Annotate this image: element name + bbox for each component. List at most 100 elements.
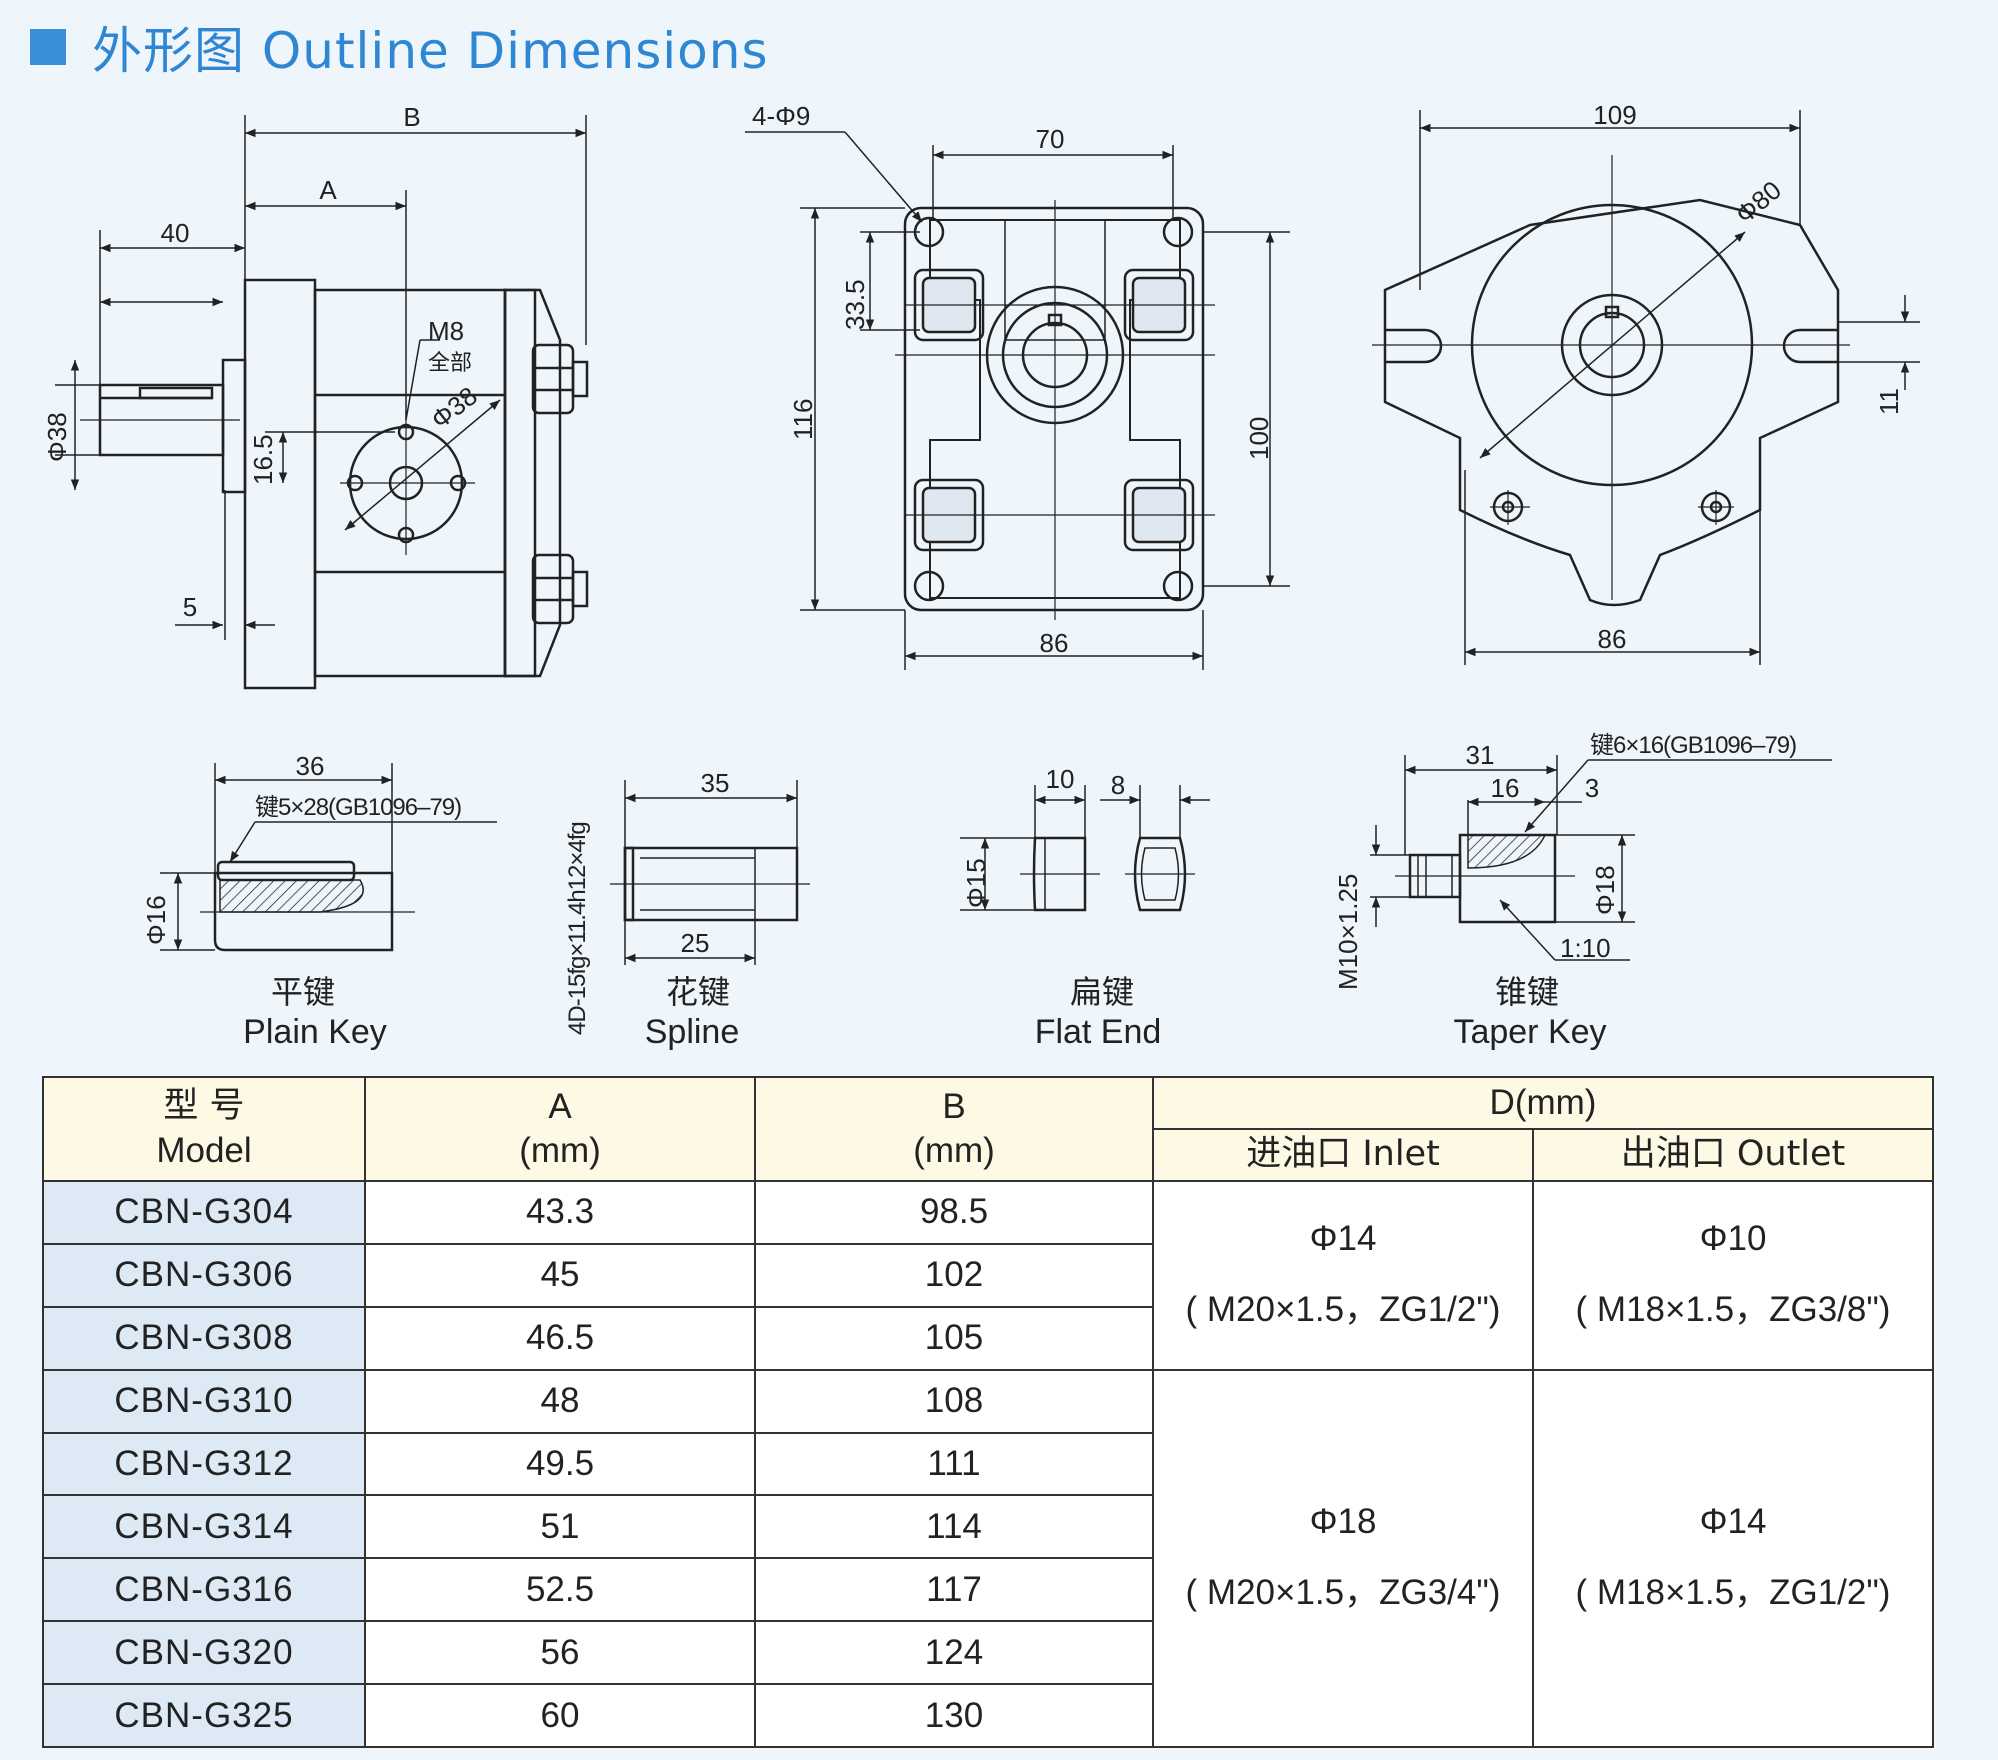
cell-b: 130 xyxy=(754,1683,1154,1748)
col-header-a-label: A xyxy=(548,1087,572,1127)
page-title: 外形图 Outline Dimensions xyxy=(92,22,769,80)
plain-key-zh-label: 平键 xyxy=(271,974,335,1010)
cell-b: 111 xyxy=(754,1431,1154,1497)
cell-b: 114 xyxy=(754,1494,1154,1560)
inlet-dia: Φ18 xyxy=(1309,1501,1377,1541)
cell-a: 46.5 xyxy=(364,1305,756,1371)
table-row: CBN-G325 60 130 xyxy=(42,1683,1933,1748)
dim-16-5-label: 16.5 xyxy=(248,434,278,485)
bolt-circle-label: Φ38 xyxy=(425,381,483,435)
side-view-drawing xyxy=(55,115,589,690)
inlet-thread: ( M20×1.5，ZG1/2") xyxy=(1185,1289,1501,1329)
dim-40-label: 40 xyxy=(161,218,190,248)
spline-len-label: 35 xyxy=(701,768,730,798)
spline-zh-label: 花键 xyxy=(666,974,730,1010)
cell-inlet-group-2: Φ18 ( M20×1.5，ZG3/4") xyxy=(1152,1368,1534,1749)
cell-model: CBN-G304 xyxy=(42,1180,366,1245)
cell-model: CBN-G314 xyxy=(42,1494,366,1560)
cell-b: 124 xyxy=(754,1620,1154,1685)
thread-note-label: 全部 xyxy=(428,350,472,375)
dim-86-front-label: 86 xyxy=(1040,628,1069,658)
table-row: CBN-G306 45 102 xyxy=(42,1242,1933,1308)
col-header-a-unit: (mm) xyxy=(519,1131,601,1170)
dim-33-5-label: 33.5 xyxy=(840,279,870,330)
taper-key-drawing xyxy=(1370,755,1832,961)
dim-b-label: B xyxy=(403,102,420,132)
cell-a: 48 xyxy=(364,1368,756,1434)
cell-b: 98.5 xyxy=(754,1180,1154,1245)
dim-11-label: 11 xyxy=(1874,388,1904,415)
flat-end-10-label: 10 xyxy=(1046,764,1075,794)
col-header-b-label: B xyxy=(942,1087,966,1127)
taper-key-note-label: 键6×16(GB1096–79) xyxy=(1590,732,1796,759)
plain-key-len-label: 36 xyxy=(296,751,325,781)
spline-spec-label: 4D-15fg×11.4h12×4fg xyxy=(564,822,591,1035)
cell-a: 52.5 xyxy=(364,1557,756,1623)
table-row: CBN-G310 48 108 Φ18 ( M20×1.5，ZG3/4") Φ1… xyxy=(42,1368,1934,1749)
cell-outlet-group-1: Φ10 ( M18×1.5，ZG3/8") xyxy=(1532,1180,1934,1371)
cell-a: 56 xyxy=(364,1620,756,1685)
col-header-a: A (mm) xyxy=(364,1076,756,1182)
spline-labels: 35 25 4D-15fg×11.4h12×4fg 花键 Spline xyxy=(564,768,739,1051)
dim-116-label: 116 xyxy=(788,399,818,440)
col-header-model-en: Model xyxy=(156,1131,252,1170)
plain-key-labels: 36 键5×28(GB1096–79) Φ16 平键 Plain Key xyxy=(141,751,462,1051)
col-header-d: D(mm) xyxy=(1152,1076,1934,1130)
section-marker-square xyxy=(30,29,66,65)
cell-model: CBN-G325 xyxy=(42,1683,366,1748)
cell-model: CBN-G310 xyxy=(42,1368,366,1434)
table-row: CBN-G308 46.5 105 xyxy=(42,1305,1933,1371)
taper-key-labels: 键6×16(GB1096–79) 31 16 3 M10×1.25 Φ18 1:… xyxy=(1333,732,1797,1051)
col-header-model-zh: 型 号 xyxy=(163,1086,245,1127)
cell-b: 105 xyxy=(754,1305,1154,1371)
dimensions-table: 型 号 Model A (mm) B (mm) D(mm) 进油口 Inlet … xyxy=(42,1076,1934,1749)
dim-109-label: 109 xyxy=(1593,100,1636,130)
table-row: CBN-G304 43.3 98.5 Φ14 ( M20×1.5，ZG1/2")… xyxy=(42,1180,1934,1371)
col-header-b: B (mm) xyxy=(754,1076,1154,1182)
dim-a-label: A xyxy=(319,175,337,205)
shaft-dia-label: Φ38 xyxy=(42,412,72,462)
cell-b: 108 xyxy=(754,1368,1154,1434)
cell-b: 117 xyxy=(754,1557,1154,1623)
cell-a: 49.5 xyxy=(364,1431,756,1497)
cell-outlet-group-2: Φ14 ( M18×1.5，ZG1/2") xyxy=(1532,1368,1934,1749)
col-header-inlet: 进油口 Inlet xyxy=(1152,1128,1534,1182)
outlet-thread: ( M18×1.5，ZG1/2") xyxy=(1575,1572,1891,1612)
spline-en-label: Spline xyxy=(645,1013,740,1051)
cell-inlet-group-1: Φ14 ( M20×1.5，ZG1/2") xyxy=(1152,1180,1534,1371)
cell-model: CBN-G308 xyxy=(42,1305,366,1371)
outline-drawings: B A 40 M8 全部 Φ38 16.5 Φ38 5 xyxy=(42,100,1920,1051)
table-row: CBN-G320 56 124 xyxy=(42,1620,1933,1685)
cell-model: CBN-G312 xyxy=(42,1431,366,1497)
taper-key-dia-label: Φ18 xyxy=(1590,865,1620,915)
flat-end-8-label: 8 xyxy=(1111,770,1125,800)
taper-key-zh-label: 锥键 xyxy=(1495,974,1559,1010)
dia-80-label: Φ80 xyxy=(1730,175,1787,230)
plain-key-drawing xyxy=(160,763,497,952)
rear-view-drawing xyxy=(1372,110,1920,665)
table-row: CBN-G312 49.5 111 xyxy=(42,1431,1933,1497)
outlet-dia: Φ14 xyxy=(1699,1501,1767,1541)
flat-end-dia-label: Φ15 xyxy=(961,858,991,908)
table-row: CBN-G316 52.5 117 xyxy=(42,1557,1933,1623)
col-header-outlet: 出油口 Outlet xyxy=(1532,1128,1934,1182)
flat-end-labels: 10 8 Φ15 扁键 Flat End xyxy=(961,764,1161,1051)
taper-key-3-label: 3 xyxy=(1585,773,1599,803)
inlet-dia: Φ14 xyxy=(1309,1218,1377,1258)
holes-label: 4-Φ9 xyxy=(752,101,810,131)
front-view-labels: 4-Φ9 70 33.5 116 100 86 xyxy=(752,101,1274,658)
thread-m8-label: M8 xyxy=(428,316,464,346)
dim-86-rear-label: 86 xyxy=(1598,624,1627,654)
dim-70-label: 70 xyxy=(1036,124,1065,154)
cell-a: 51 xyxy=(364,1494,756,1560)
front-view-drawing xyxy=(745,131,1290,670)
cell-b: 102 xyxy=(754,1242,1154,1308)
plain-key-en-label: Plain Key xyxy=(243,1013,387,1051)
inlet-thread: ( M20×1.5，ZG3/4") xyxy=(1185,1572,1501,1612)
outlet-dia: Φ10 xyxy=(1699,1218,1767,1258)
table-row: CBN-G314 51 114 xyxy=(42,1494,1933,1560)
taper-key-en-label: Taper Key xyxy=(1453,1013,1606,1051)
flat-end-zh-label: 扁键 xyxy=(1070,974,1134,1010)
taper-key-taper-label: 1:10 xyxy=(1560,933,1611,963)
spline-25-label: 25 xyxy=(681,928,710,958)
